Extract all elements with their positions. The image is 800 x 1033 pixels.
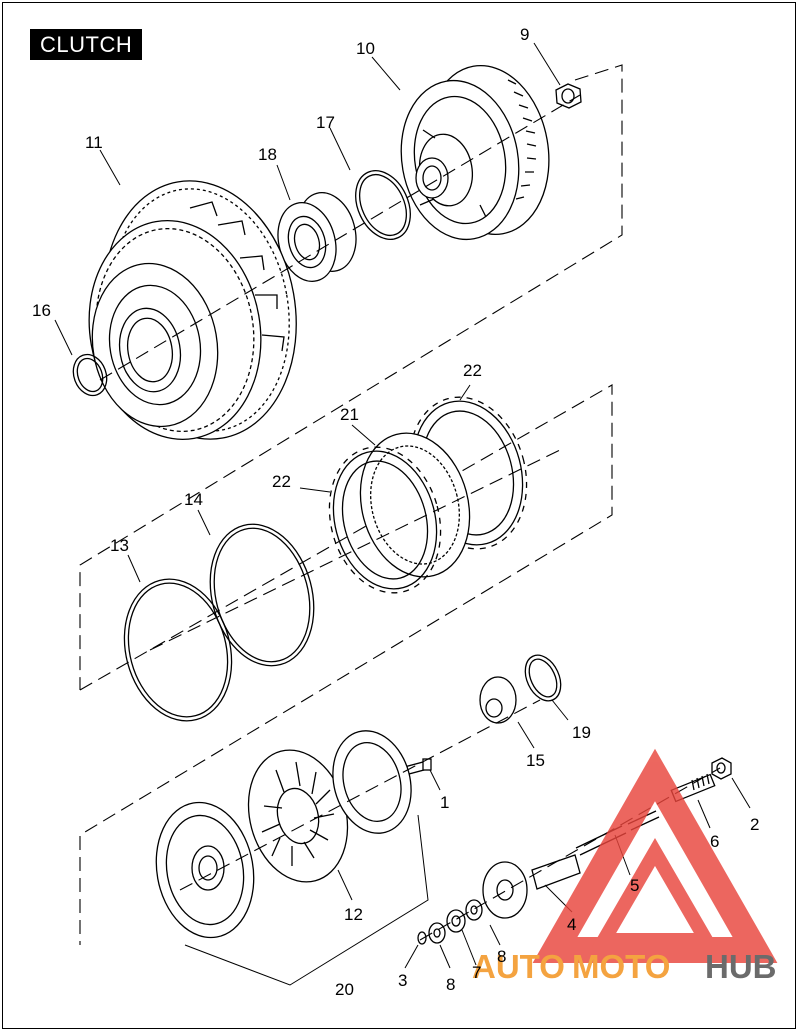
callout-12: 12: [344, 905, 363, 924]
steel-plate-21: [359, 432, 471, 578]
snap-ring-16: [72, 353, 108, 397]
callout-10: 10: [356, 39, 375, 58]
callout-9: 9: [520, 25, 529, 44]
locknut-2: [711, 757, 732, 780]
callout-17: 17: [316, 113, 335, 132]
callout-4: 4: [567, 915, 576, 934]
pressure-plate: [155, 801, 255, 939]
callout-14: 14: [184, 490, 203, 509]
callout-11: 11: [85, 133, 103, 152]
ring-14: [209, 523, 315, 667]
washer-8-upper: [465, 899, 483, 921]
spring-seat-plate: [332, 730, 412, 834]
leader-lines: [54, 42, 751, 969]
diaphragm-spring-12: [247, 749, 349, 883]
watermark-auto: AUTO: [472, 948, 565, 985]
callout-15: 15: [526, 751, 545, 770]
callout-22-lower: 22: [272, 472, 291, 491]
callout-1: 1: [440, 793, 449, 812]
callout-13: 13: [110, 536, 129, 555]
friction-plate-22-front: [328, 446, 442, 594]
callout-3: 3: [398, 971, 407, 990]
callout-18: 18: [258, 145, 277, 164]
callout-6: 6: [710, 832, 719, 851]
retaining-ring-19: [524, 654, 562, 702]
watermark-hub: HUB: [705, 948, 777, 985]
callout-8-upper: 8: [497, 947, 506, 966]
callout-19: 19: [572, 723, 591, 742]
automotohub-watermark: [532, 748, 778, 963]
callout-20: 20: [335, 980, 354, 999]
nut-9: [555, 83, 582, 109]
callout-22-upper: 22: [463, 361, 482, 380]
watermark-moto: MOTO: [572, 948, 670, 985]
adjusting-screw-15: [479, 676, 517, 724]
clutch-shell-10: [400, 64, 550, 241]
callout-7: 7: [472, 963, 481, 982]
callout-16: 16: [32, 301, 51, 320]
callout-2: 2: [750, 815, 759, 834]
callout-5: 5: [630, 876, 639, 895]
bearing-7: [446, 909, 466, 933]
snap-ring-3: [417, 931, 427, 945]
bracket-20: [184, 814, 429, 986]
axis-lines: [99, 94, 721, 941]
bearing-18: [277, 192, 357, 282]
page-title: CLUTCH: [30, 29, 143, 60]
release-plate-4: [482, 854, 581, 919]
callout-21: 21: [340, 405, 359, 424]
callout-8-lower: 8: [446, 975, 455, 994]
ring-13: [123, 578, 233, 722]
retaining-ring-17: [355, 170, 411, 240]
callout-labels: 9 10 11 18 17 16 22 21 22 14 13 19 15 1 …: [32, 25, 759, 999]
clutch-hub-11: [88, 180, 297, 440]
